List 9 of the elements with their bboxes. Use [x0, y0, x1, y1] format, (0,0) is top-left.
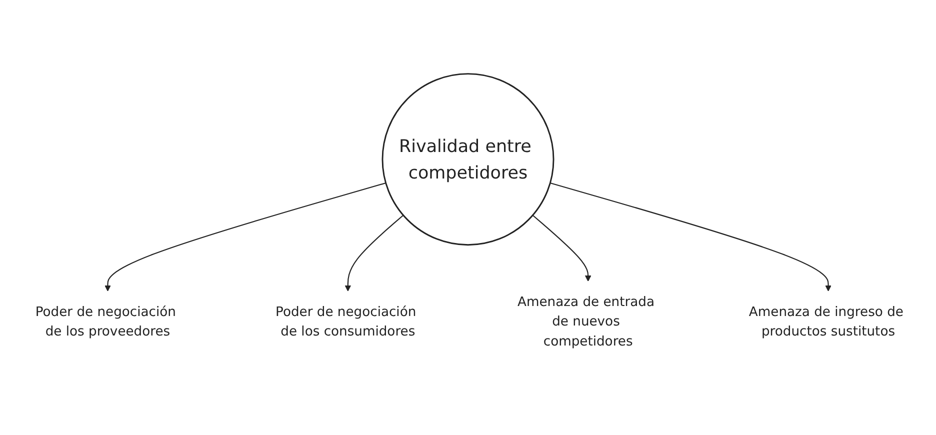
node-text: Amenaza de ingreso de productos sustitutos	[748, 304, 904, 339]
node-text: Amenaza de entrada de nuevos competidores	[518, 294, 654, 348]
node-text: Poder de negociación de los consumidores	[276, 304, 416, 339]
arrow	[550, 182, 832, 291]
arrow	[344, 214, 404, 291]
arrow	[532, 214, 592, 282]
node-text: Poder de negociación de los proveedores	[35, 304, 176, 339]
arrow	[104, 182, 386, 291]
node-circle: Rivalidad entre competidores	[382, 72, 554, 246]
